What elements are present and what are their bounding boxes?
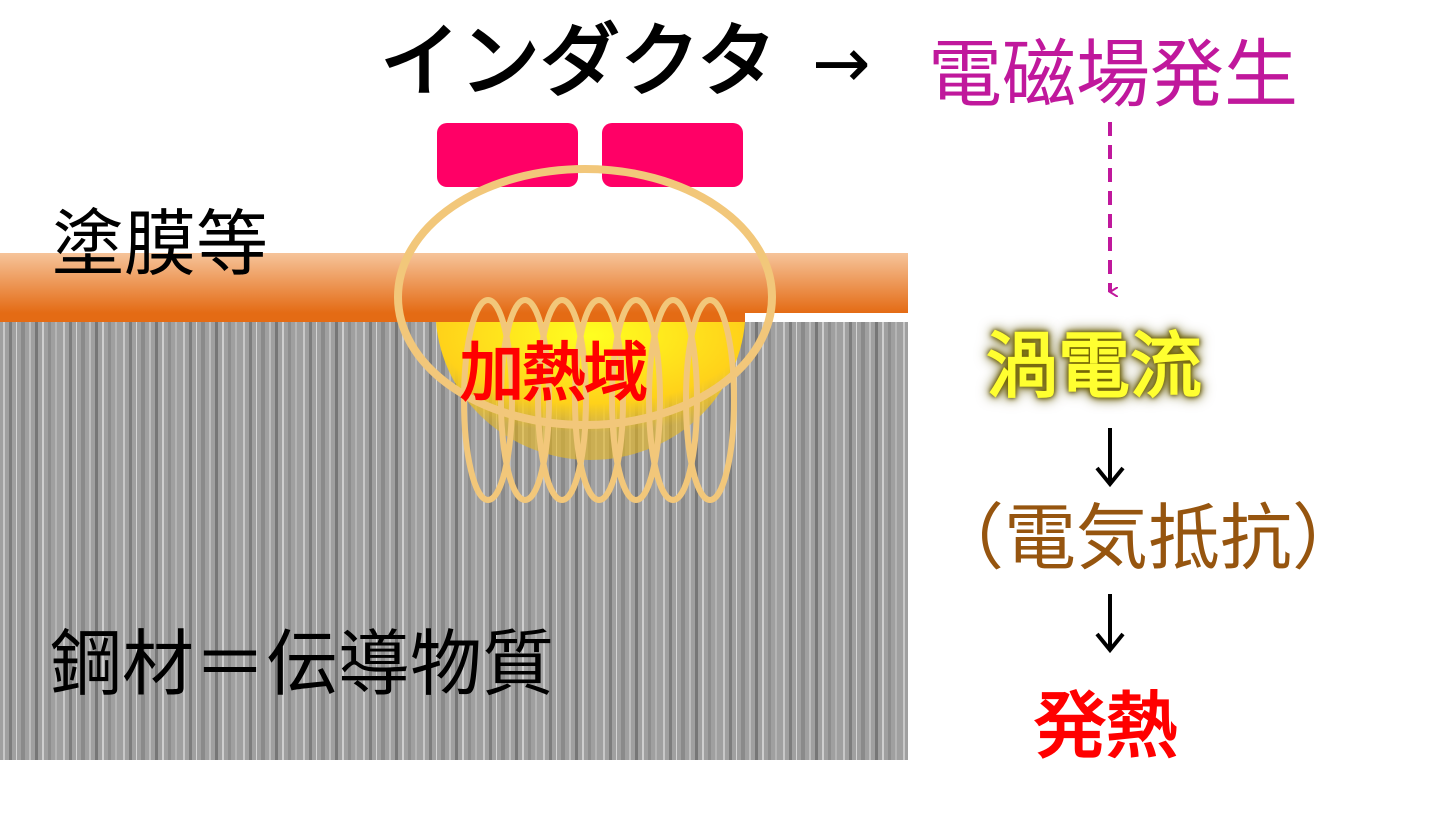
steel-block (0, 322, 908, 760)
heat-generation-label: 発熱 (1034, 684, 1179, 768)
coating-layer (0, 253, 908, 313)
electromagnetic-field-label: 電磁場発生 (928, 32, 1298, 118)
inductor-label: インダクタ (380, 15, 777, 108)
heating-region-label: 加熱域 (460, 337, 648, 411)
eddy-current-label: 渦電流 (986, 324, 1203, 408)
coating-label: 塗膜等 (52, 202, 269, 286)
resistance-label: （電気抵抗） (932, 496, 1365, 580)
coating-layer-lower (0, 313, 745, 322)
down-arrow-1 (1095, 428, 1125, 488)
inductor-block-right (602, 123, 743, 187)
right-arrow: → (812, 22, 871, 104)
down-arrow-2 (1095, 594, 1125, 654)
eddy-current-coils (461, 297, 737, 503)
steel-label: 鋼材＝伝導物質 (50, 622, 555, 706)
